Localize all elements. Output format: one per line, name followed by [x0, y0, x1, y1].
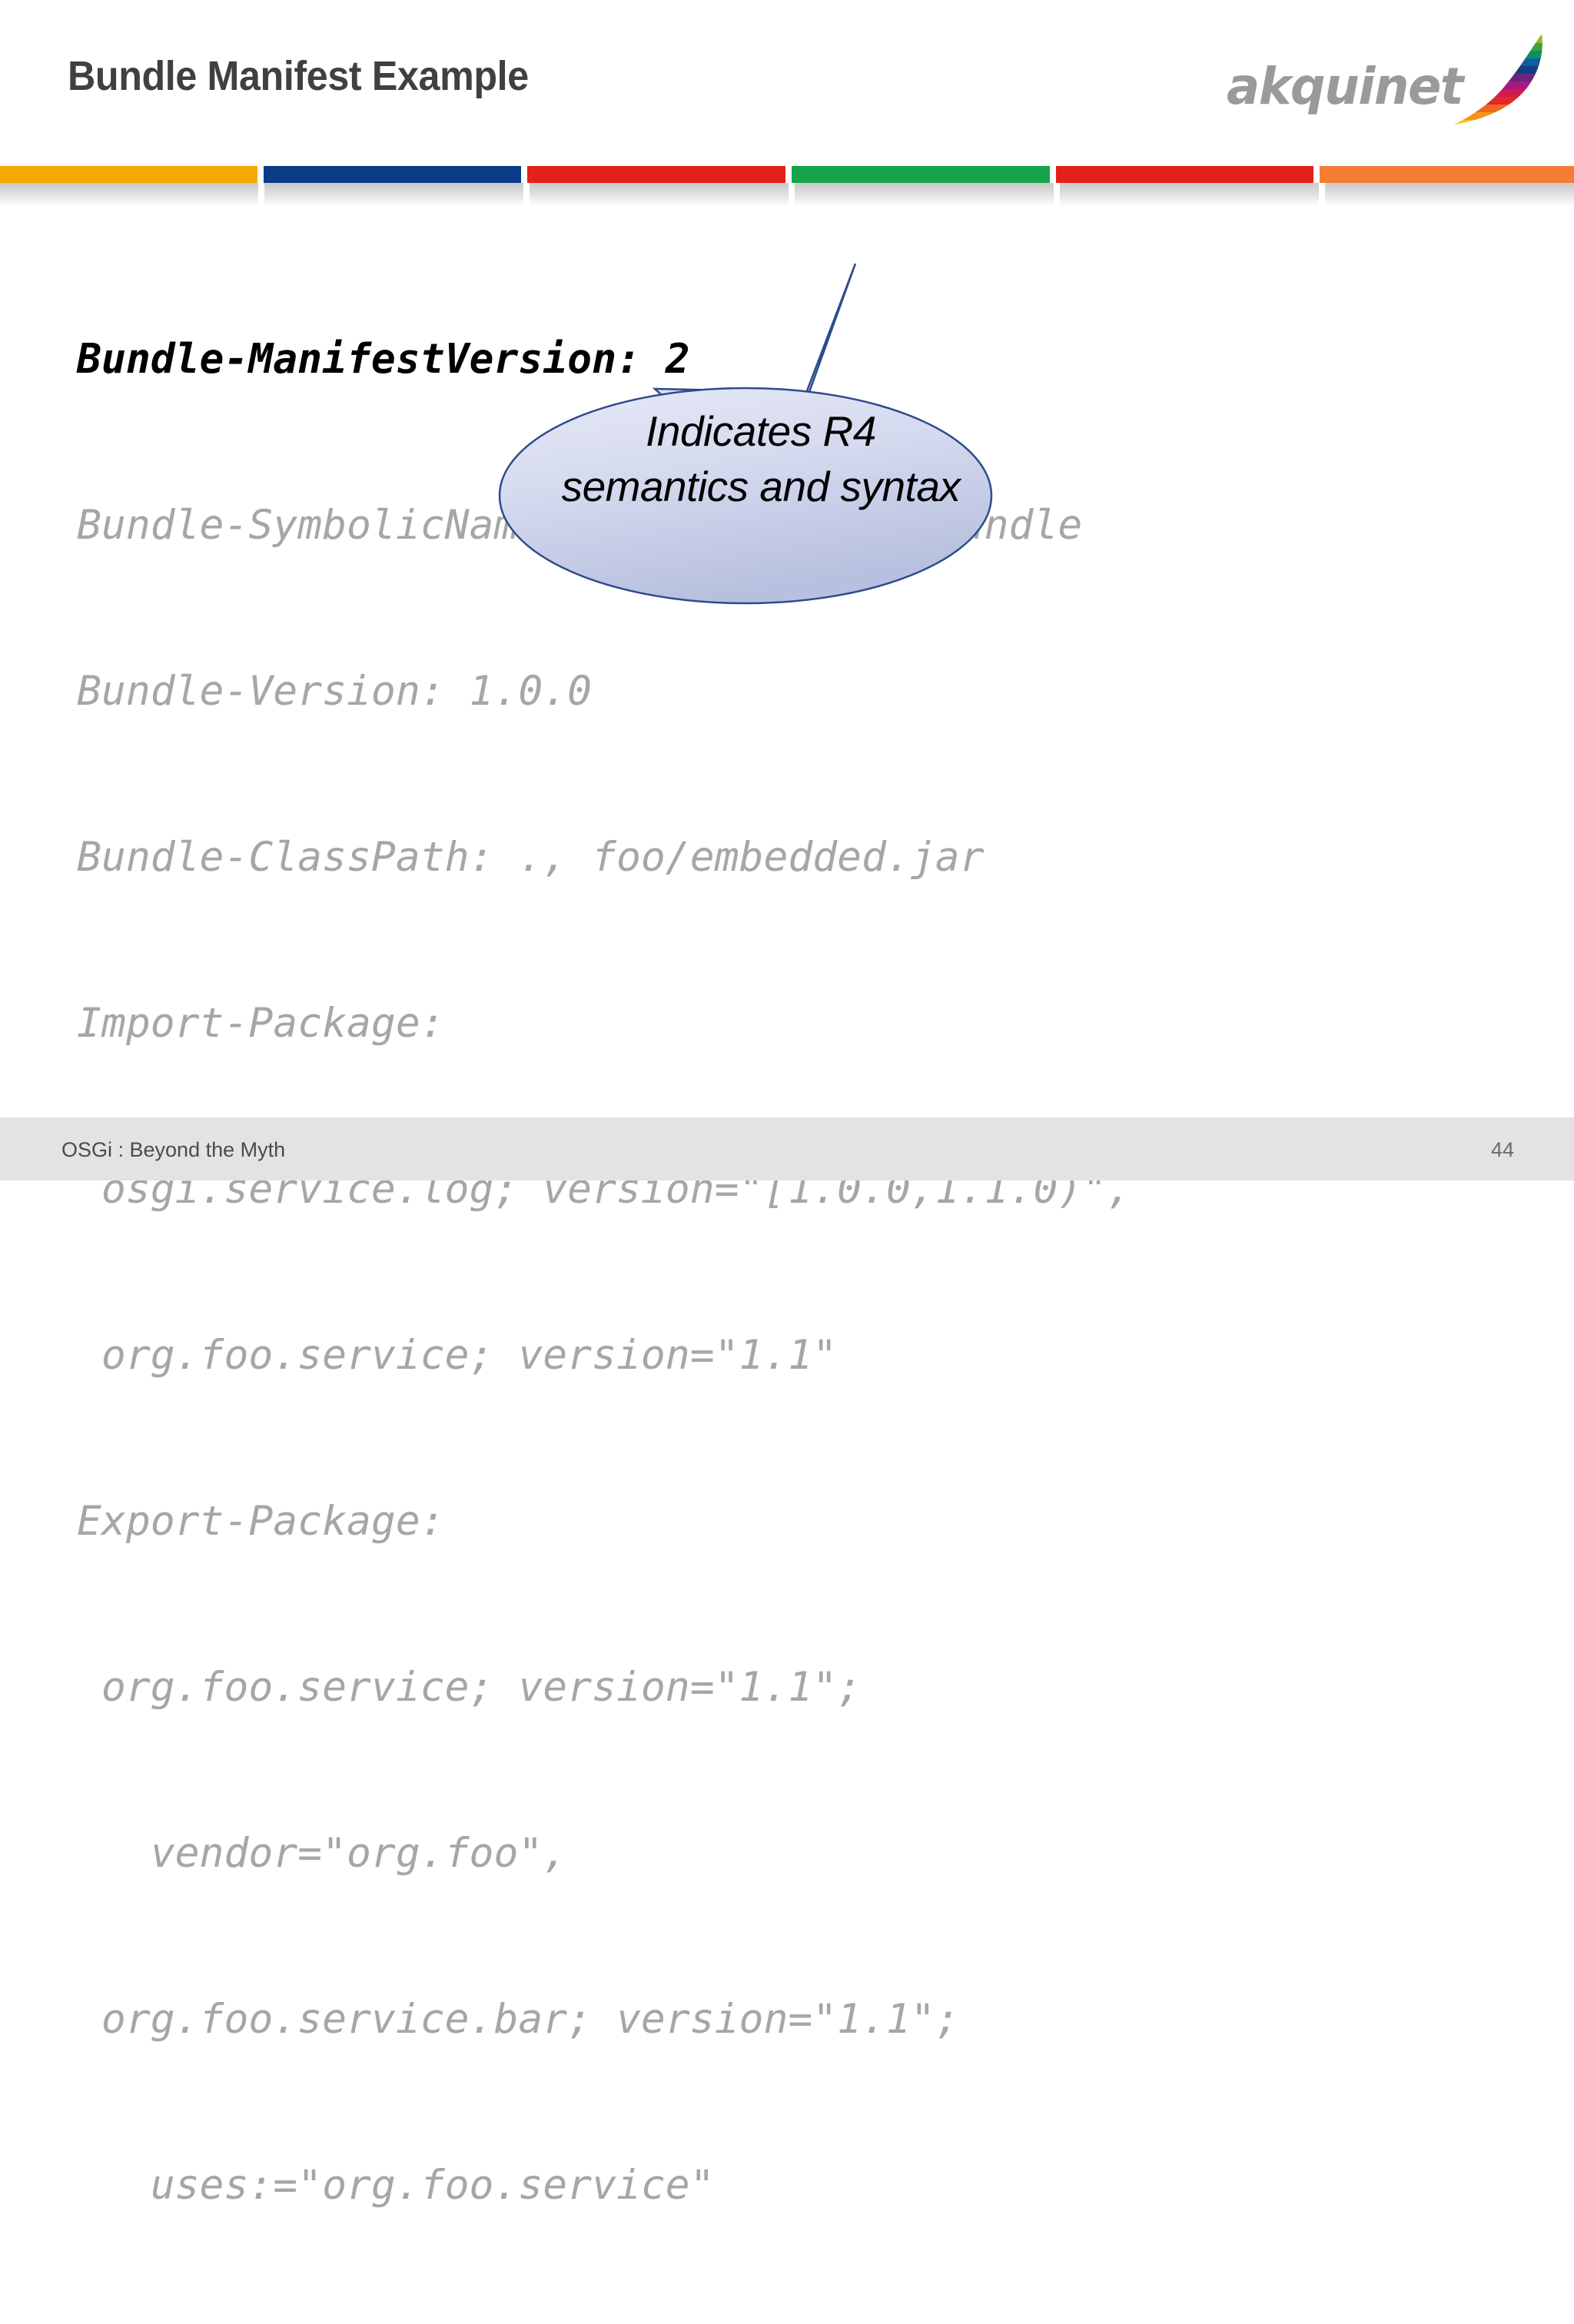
- code-line: vendor="org.foo",: [77, 1830, 568, 1877]
- code-line: Bundle-ManifestVersion: 2: [77, 336, 690, 383]
- bar-gap: [1054, 183, 1060, 206]
- bar-gap: [1319, 183, 1325, 206]
- color-bar-segment-blue: [263, 166, 522, 183]
- color-bar-shadow: [0, 183, 1574, 206]
- rainbow-swoosh-icon: [1454, 34, 1542, 124]
- code-line: org.foo.service; version="1.1";: [77, 1664, 862, 1711]
- slide-canvas: Bundle Manifest Example akquinet: [0, 29, 1574, 2209]
- code-line: org.foo.service.bar; version="1.1";: [77, 1996, 960, 2043]
- slide-footer: OSGi : Beyond the Myth 44: [0, 1117, 1574, 1180]
- bar-gap: [258, 183, 264, 206]
- code-line: Bundle-SymbolicName: org.foo.simplebundl…: [77, 502, 1083, 549]
- color-bar-segment-red-1: [527, 166, 785, 183]
- color-bar-segment-red-2: [1055, 166, 1314, 183]
- code-line: Export-Package:: [77, 1498, 445, 1545]
- header-color-bar: [0, 166, 1574, 183]
- code-line: Import-Package:: [77, 1000, 445, 1047]
- manifest-code-block: Bundle-ManifestVersion: 2 Bundle-Symboli…: [77, 221, 1522, 2324]
- color-bar-segment-orange: [1320, 166, 1574, 183]
- color-bar-segment-green: [791, 166, 1050, 183]
- color-bar-segment-gold: [0, 166, 257, 183]
- footer-page-number: 44: [1490, 1138, 1514, 1161]
- page-title: Bundle Manifest Example: [68, 53, 529, 99]
- code-line: org.foo.service; version="1.1": [77, 1332, 838, 1379]
- footer-deck-title: OSGi : Beyond the Myth: [61, 1138, 286, 1161]
- swoosh-stripes: [1454, 34, 1542, 124]
- logo-wordmark-text: akquinet: [1227, 57, 1464, 116]
- code-line: uses:="org.foo.service": [77, 2162, 715, 2209]
- bar-gap: [523, 183, 530, 206]
- code-line: Bundle-ClassPath: ., foo/embedded.jar: [77, 834, 985, 881]
- akquinet-logo: akquinet: [1227, 29, 1549, 128]
- bar-gap: [789, 183, 795, 206]
- code-line: Bundle-Version: 1.0.0: [77, 668, 593, 715]
